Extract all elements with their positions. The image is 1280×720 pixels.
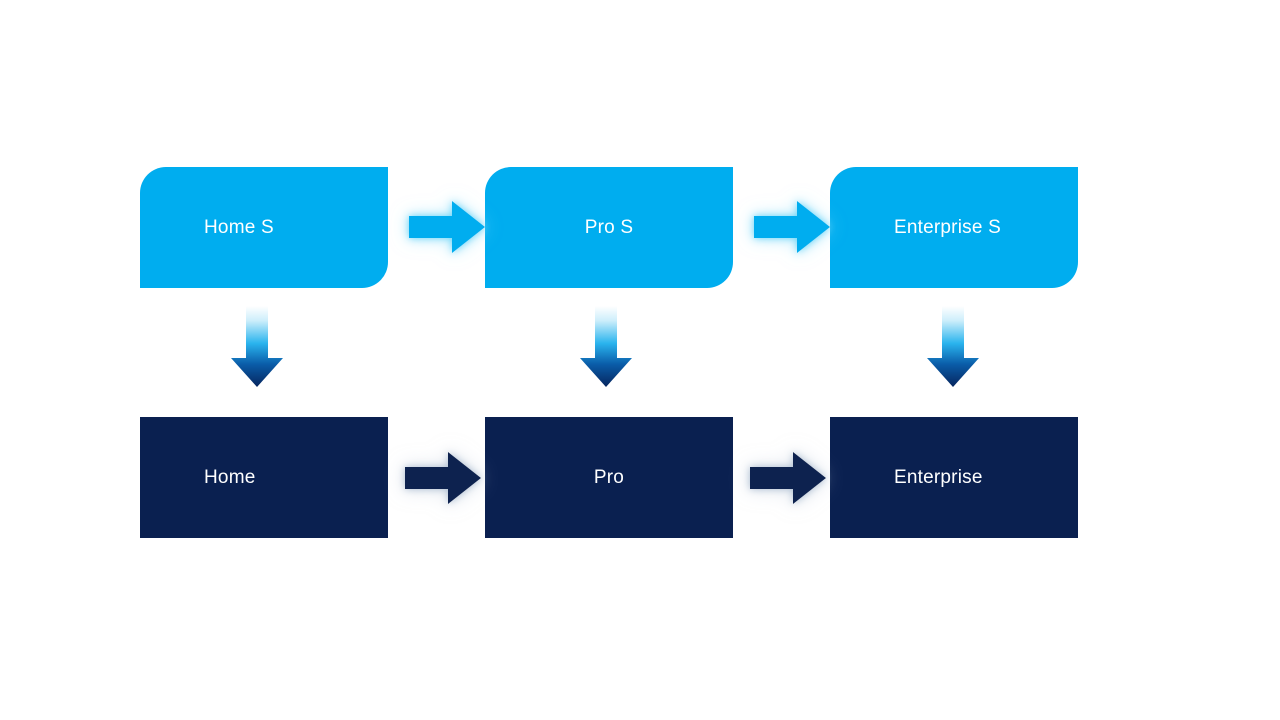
- arrow-down-icon: [231, 306, 283, 387]
- arrow-right-icon: [750, 452, 826, 504]
- arrow-down-icon: [580, 306, 632, 387]
- node-label-enterprise-s: Enterprise S: [894, 217, 1001, 238]
- node-home-s[interactable]: Home S: [140, 167, 388, 288]
- node-enterprise-s[interactable]: Enterprise S: [830, 167, 1078, 288]
- node-enterprise[interactable]: Enterprise: [830, 417, 1078, 538]
- arrow-down-icon: [927, 306, 979, 387]
- arrow-right-icon: [754, 201, 830, 253]
- arrow-home-s-to-pro-s: [405, 196, 491, 258]
- arrow-enterprise-s-to-enterprise: [922, 306, 984, 390]
- node-pro-s[interactable]: Pro S: [485, 167, 733, 288]
- node-label-home: Home: [204, 467, 256, 488]
- arrow-right-icon: [409, 201, 485, 253]
- arrow-pro-s-to-enterprise-s: [750, 196, 836, 258]
- arrow-home-s-to-home: [226, 306, 288, 390]
- node-label-home-s: Home S: [204, 217, 274, 238]
- arrow-home-to-pro: [401, 447, 487, 509]
- node-label-pro-s: Pro S: [584, 217, 634, 238]
- node-home[interactable]: Home: [140, 417, 388, 538]
- arrow-pro-to-enterprise: [746, 447, 832, 509]
- node-label-pro: Pro: [593, 467, 625, 488]
- node-pro[interactable]: Pro: [485, 417, 733, 538]
- node-label-enterprise: Enterprise: [894, 467, 983, 488]
- arrow-right-icon: [405, 452, 481, 504]
- arrow-pro-s-to-pro: [575, 306, 637, 390]
